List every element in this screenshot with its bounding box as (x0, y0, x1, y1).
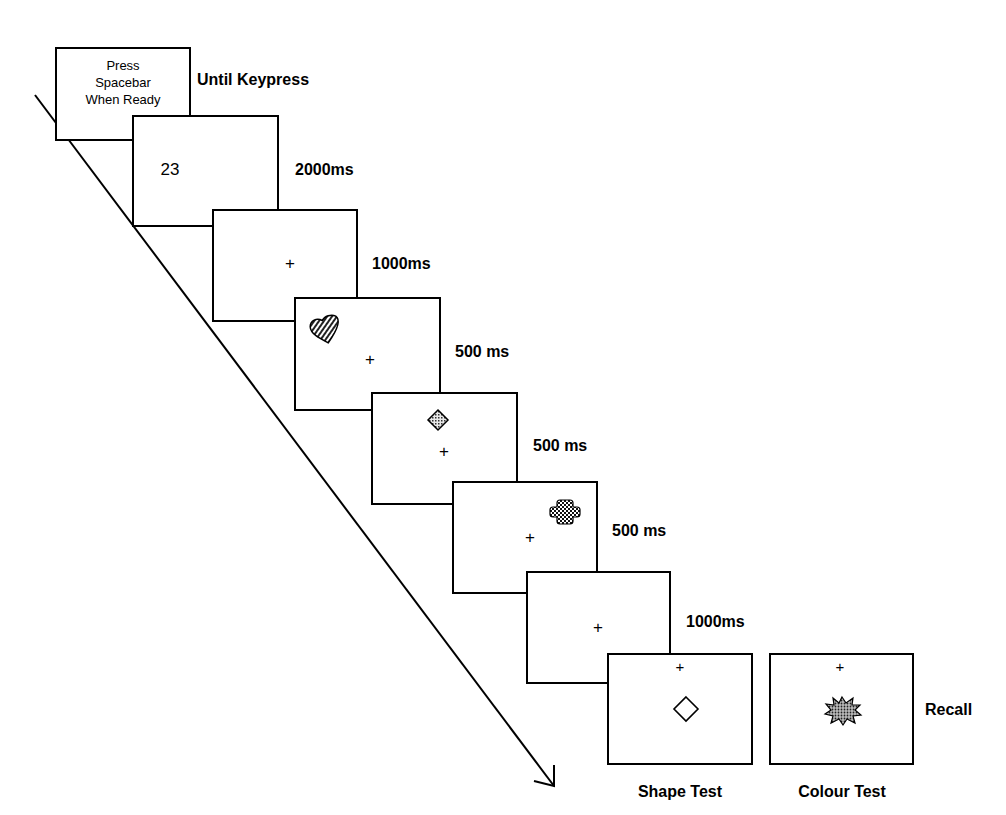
cross-stimulus (550, 500, 580, 524)
test-caption: Shape Test (638, 782, 722, 801)
timing-label: 500 ms (455, 342, 509, 361)
starburst-probe (825, 697, 861, 725)
screen-symbol: + (285, 253, 295, 275)
diamond-stimulus (428, 410, 448, 430)
screen-symbol: + (439, 441, 449, 463)
timeline-arrow (35, 95, 554, 786)
screen-symbol: + (365, 349, 375, 371)
screen-frame (770, 654, 913, 764)
screen-box: + (770, 654, 913, 764)
heart-stimulus (309, 314, 342, 345)
timing-label: 500 ms (533, 436, 587, 455)
screen-box: + (527, 572, 670, 683)
screen-box: + (295, 298, 440, 410)
screen-symbol: 23 (161, 159, 180, 181)
test-caption: Colour Test (798, 782, 886, 801)
screen-box: + (453, 482, 597, 593)
screen-box: + (213, 210, 357, 321)
timing-label: 1000ms (686, 612, 745, 631)
screen-box: Press Spacebar When Ready (56, 48, 190, 140)
screen-box: 23 (133, 116, 278, 226)
screen-symbol: + (525, 527, 535, 549)
screen-box: + (372, 393, 517, 504)
timing-label: 1000ms (372, 254, 431, 273)
diamond-outline-probe (674, 697, 698, 721)
screen-symbol: + (593, 617, 603, 639)
screen-box: + (608, 654, 752, 764)
screen-instruction: Press Spacebar When Ready (84, 58, 162, 109)
timing-label: Recall (925, 700, 972, 719)
timing-label: 500 ms (612, 521, 666, 540)
screen-frame (608, 654, 752, 764)
screen-symbol: + (836, 657, 845, 677)
timing-label: Until Keypress (197, 70, 309, 89)
timing-label: 2000ms (295, 160, 354, 179)
screen-symbol: + (676, 657, 685, 677)
